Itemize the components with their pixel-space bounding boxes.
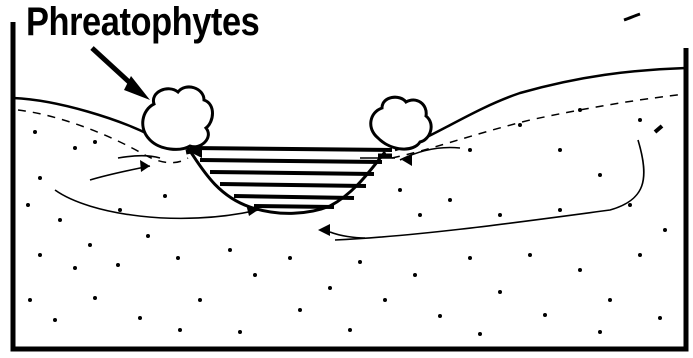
bank-mark-left: [186, 150, 196, 152]
phreatophyte-right: [371, 97, 431, 149]
ground-surface-right: [395, 68, 686, 150]
phreatophyte-left: [143, 87, 213, 149]
stream-channel: [188, 148, 385, 213]
water-lines: [190, 148, 392, 207]
flow-arrows: [55, 140, 644, 240]
corner-mark: [624, 14, 640, 20]
phreatophytes-label: Phreatophytes: [26, 2, 259, 42]
sediment-mark: [655, 126, 662, 132]
